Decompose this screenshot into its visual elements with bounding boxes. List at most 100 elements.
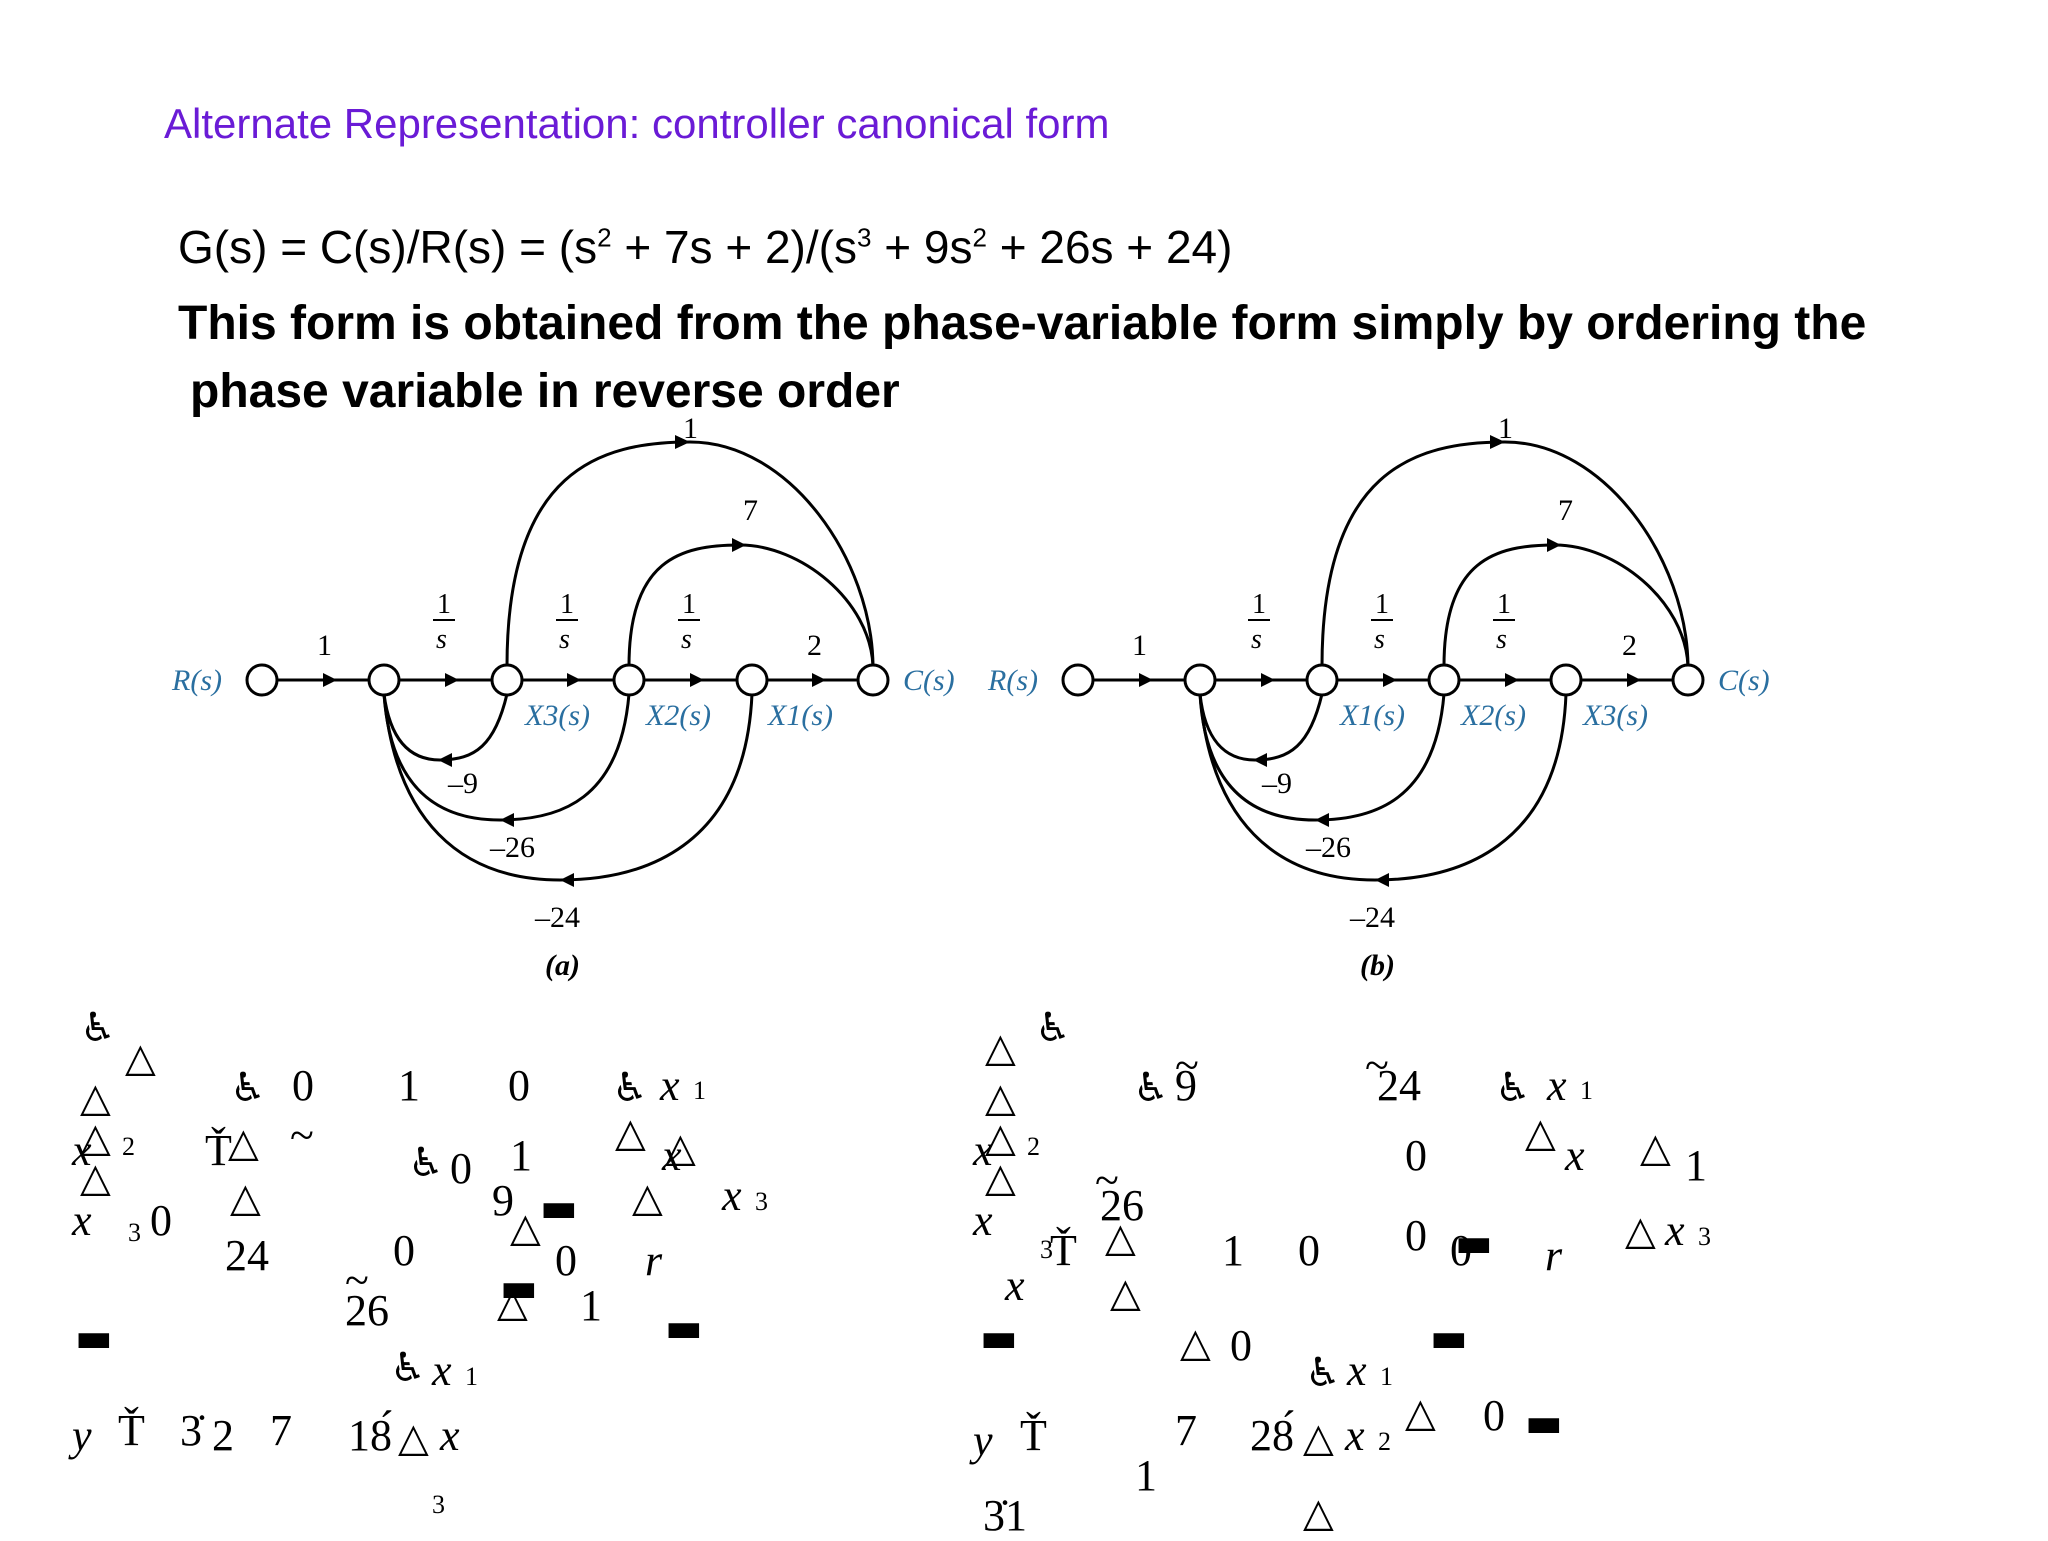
- triangle-icon: △: [985, 1075, 1016, 1121]
- formula-part: + 26s + 24): [986, 221, 1233, 273]
- diagram-b: R(s) C(s) 1 2 1 7 –9 –26 –24 1 s 1 s 1 s…: [987, 412, 1770, 982]
- branch-gain-7: [1442, 543, 1690, 667]
- triangle-icon: △: [1405, 1390, 1436, 1436]
- triangle-icon: △: [1180, 1320, 1211, 1366]
- state-symbol: x: [973, 1126, 993, 1175]
- gain-label: 7: [743, 494, 758, 527]
- arrow: [1261, 673, 1275, 687]
- tilde-mark: ~: [345, 1256, 369, 1305]
- matrix-entry: 28́: [1250, 1411, 1294, 1460]
- gain-label: 2: [1622, 629, 1637, 662]
- triangle-icon: △: [125, 1035, 156, 1081]
- world-map-icon: ▬: [1455, 1220, 1493, 1266]
- state-symbol: x: [1345, 1411, 1365, 1460]
- output-label: C(s): [1718, 664, 1770, 697]
- integrator-num: 1: [1375, 589, 1389, 620]
- wheelchair-icon: ♿: [230, 1065, 266, 1111]
- triangle-icon: △: [632, 1175, 663, 1221]
- wheelchair-icon: ♿: [1305, 1350, 1341, 1396]
- state-equations-right: △ ♿ △ ♿ 9 24 ♿ x 1 △ x 2 0 △ x △ 1 △ 26 …: [973, 960, 1985, 1540]
- matrix-entry: 0: [508, 1061, 530, 1110]
- node: [1671, 663, 1705, 697]
- output-symbol: y: [72, 1411, 92, 1460]
- gain-label: –26: [489, 831, 535, 864]
- triangle-icon: △: [1303, 1415, 1334, 1461]
- matrix-entry: 7: [270, 1406, 292, 1455]
- input-label: R(s): [171, 664, 222, 697]
- world-map-icon: ▬: [665, 1305, 703, 1351]
- state-symbol: x: [660, 1061, 680, 1110]
- input-symbol: r: [1545, 1231, 1563, 1280]
- state-symbol: x: [72, 1126, 92, 1175]
- wheelchair-icon: ♿: [80, 1005, 116, 1051]
- matrix-entry: 0: [1405, 1131, 1427, 1180]
- tilde-mark: ~: [1095, 1156, 1119, 1205]
- node: [856, 663, 890, 697]
- state-symbol: x: [1665, 1206, 1685, 1255]
- gain-label: 7: [1558, 494, 1573, 527]
- gain-label: –24: [1349, 901, 1395, 934]
- state-symbol: x: [1547, 1061, 1567, 1110]
- transfer-function: G(s) = C(s)/R(s) = (s2 + 7s + 2)/(s3 + 9…: [178, 220, 1232, 274]
- arrow: [732, 538, 746, 552]
- output-label: C(s): [903, 664, 955, 697]
- matrix-entry: 18́: [348, 1411, 392, 1460]
- state-symbol: x: [1565, 1131, 1585, 1180]
- wheelchair-icon: ♿: [1035, 1005, 1071, 1051]
- arrow: [1139, 673, 1153, 687]
- integrator-num: 1: [1252, 589, 1266, 620]
- state-label: X3(s): [1582, 699, 1648, 732]
- derivative-marker: Ť: [118, 1406, 145, 1455]
- triangle-icon: △: [80, 1075, 111, 1121]
- arrow: [445, 673, 459, 687]
- state-subscript: 3: [1040, 1235, 1053, 1264]
- node: [1427, 663, 1461, 697]
- description-line-2: phase variable in reverse order: [190, 365, 900, 418]
- node: [1305, 663, 1339, 697]
- matrix-entry: 1: [1685, 1141, 1707, 1190]
- integrator-den: s: [436, 624, 447, 655]
- arrow: [1253, 753, 1267, 767]
- matrix-entry: 1: [1135, 1451, 1157, 1500]
- matrix-entry: 0: [150, 1196, 172, 1245]
- state-equations-left: ♿ △ △ ♿ 0 1 0 ♿ x 1 △ 2 Ť △ ♿ 0 1 △ △ △ …: [0, 960, 1000, 1536]
- matrix-entry: 0: [555, 1236, 577, 1285]
- state-symbol: x: [662, 1131, 682, 1180]
- triangle-icon: △: [1303, 1490, 1334, 1536]
- triangle-icon: △: [985, 1155, 1016, 1201]
- triangle-icon: △: [1110, 1270, 1141, 1316]
- state-subscript: 2: [122, 1132, 135, 1161]
- arrow: [1375, 873, 1389, 887]
- formula-power: 2: [972, 222, 987, 253]
- node: [490, 663, 524, 697]
- state-label: X2(s): [1460, 699, 1526, 732]
- integrator-den: s: [1374, 624, 1385, 655]
- gain-label: 1: [317, 629, 332, 662]
- state-subscript: 1: [1580, 1076, 1593, 1105]
- state-subscript: 2: [1378, 1427, 1391, 1456]
- state-label: X2(s): [645, 699, 711, 732]
- node: [612, 663, 646, 697]
- triangle-icon: △: [665, 1125, 696, 1171]
- matrix-entry: 1: [510, 1131, 532, 1180]
- tilde-mark: ~: [1175, 1041, 1199, 1090]
- signal-flow-diagrams: R(s) C(s) 1 2 1 7 –9 –26 –24 1 s 1 s 1 s…: [171, 412, 1770, 982]
- state-subscript: 1: [1380, 1362, 1393, 1391]
- state-label: X3(s): [524, 699, 590, 732]
- branch-fb-9: [382, 693, 509, 762]
- tilde-mark: ~: [1365, 1041, 1389, 1090]
- integrator-num: 1: [560, 589, 574, 620]
- triangle-icon: △: [1525, 1110, 1556, 1156]
- triangle-icon: △: [398, 1415, 429, 1461]
- arrow: [567, 673, 581, 687]
- matrix-entry: 0: [450, 1144, 472, 1193]
- state-symbol: x: [440, 1411, 460, 1460]
- state-subscript: 3: [1698, 1222, 1711, 1251]
- matrix-entry: 24: [225, 1231, 269, 1280]
- formula-part: G(s) = C(s)/R(s) = (s: [178, 221, 598, 273]
- node: [367, 663, 401, 697]
- derivative-marker: Ť: [1050, 1226, 1077, 1275]
- gain-label: –26: [1305, 831, 1351, 864]
- state-symbol: x: [1347, 1346, 1367, 1395]
- state-subscript: 3: [755, 1187, 768, 1216]
